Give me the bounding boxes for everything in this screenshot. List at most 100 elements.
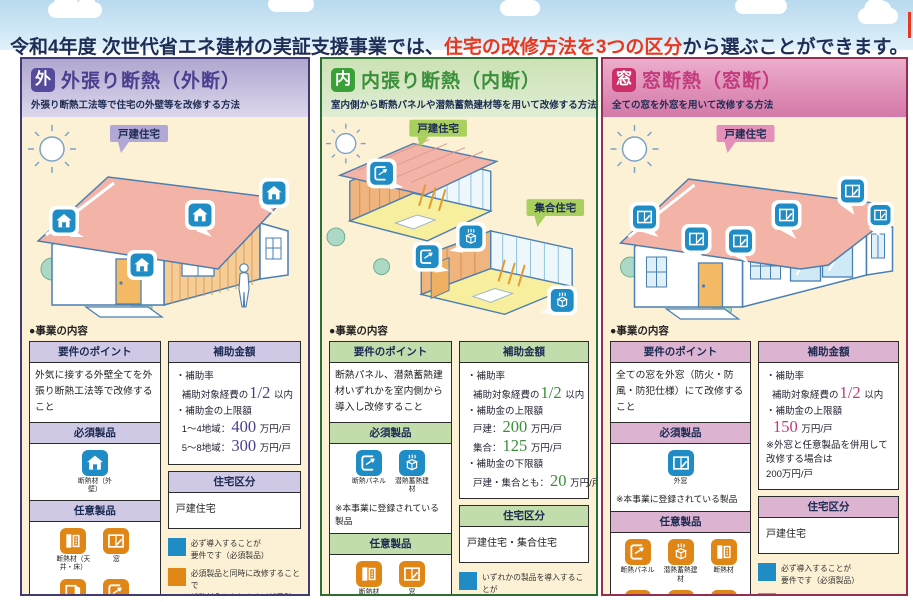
products-box: 要件のポイント 外気に接する外壁全てを外張り断熱工法等で改修すること 必須製品 … bbox=[29, 341, 161, 594]
svg-text:集合住宅: 集合住宅 bbox=[533, 202, 576, 215]
subsidy-rate-value: 1/2 bbox=[839, 382, 861, 402]
housing-type-value: 戸建住宅 bbox=[766, 528, 807, 540]
svg-text:戸建住宅: 戸建住宅 bbox=[416, 122, 459, 135]
cloud-decoration bbox=[858, 0, 898, 24]
legend: いずれかの製品を導入することが要件です（必須製品） 必須製品と同時に改修すること… bbox=[459, 572, 589, 594]
column-title: 内張り断熱（内断） bbox=[361, 71, 542, 92]
subsidy-floor-value: 20 bbox=[550, 470, 567, 490]
subsidy-cap-value: 125 bbox=[502, 436, 528, 456]
product-tile: 窓 bbox=[392, 560, 432, 594]
subsidy-header: 補助金額 bbox=[460, 342, 588, 363]
housing-type-header: 住宅区分 bbox=[168, 471, 300, 493]
heat-storage-icon bbox=[399, 449, 425, 476]
outer-window-icon bbox=[667, 449, 694, 476]
svg-text:戸建住宅: 戸建住宅 bbox=[117, 128, 160, 141]
page-headline: 令和4年度 次世代省エネ建材の実証支援事業では、住宅の改修方法を3つの区分から選… bbox=[10, 37, 909, 58]
section-label: ●事業の内容 bbox=[329, 325, 388, 337]
product-tile: 断熱材（天井・床） bbox=[53, 527, 93, 573]
entrance-door-icon bbox=[667, 590, 694, 594]
tree bbox=[326, 227, 391, 276]
optional-products-header: 任意製品 bbox=[611, 511, 751, 534]
insulation-panel-icon bbox=[624, 539, 651, 566]
product-tile: 断熱材（外壁） bbox=[75, 449, 115, 495]
insulation-point-marker bbox=[366, 158, 578, 316]
product-tile: 断熱材 bbox=[349, 560, 389, 594]
registered-products-note: ※本事業に登録されている製品 bbox=[616, 494, 738, 505]
house-type-label: 集合住宅 bbox=[526, 199, 585, 227]
required-products-header: 必須製品 bbox=[30, 421, 160, 444]
cloud-decoration bbox=[735, 0, 787, 14]
housing-type-header: 住宅区分 bbox=[460, 506, 588, 528]
product-tile: 断熱パネル bbox=[618, 539, 658, 584]
column-window-insulation: 窓 窓断熱（窓断） 全ての窓を外窓を用いて改修する方法 bbox=[601, 57, 908, 596]
inner-window-icon bbox=[624, 590, 651, 594]
requirements-text: 全ての窓を外窓（防火・防風・防犯仕様）にて改修すること bbox=[616, 370, 744, 413]
column-header: 内 内張り断熱（内断） 室内側から断熱パネルや潜熱蓄熱建材等を用いて改修する方法 bbox=[322, 59, 596, 117]
housing-type-value: 戸建住宅 bbox=[175, 503, 216, 515]
window-point-marker bbox=[629, 176, 894, 263]
column-header: 外 外張り断熱（外断） 外張り断熱工法等で住宅の外壁等を改修する方法 bbox=[22, 59, 308, 117]
house-illustration-exterior: 戸建住宅 bbox=[22, 117, 308, 321]
housing-type-box: 住宅区分 戸建住宅 bbox=[758, 495, 899, 554]
column-subtitle: 外張り断熱工法等で住宅の外壁等を改修する方法 bbox=[31, 100, 241, 111]
insulation-point-marker bbox=[49, 178, 289, 281]
humidity-material-icon bbox=[710, 590, 737, 594]
product-tile: 窓 bbox=[96, 527, 136, 573]
entrance-door-icon bbox=[60, 578, 87, 594]
sun-icon bbox=[610, 125, 659, 173]
subsidy-header: 補助金額 bbox=[759, 342, 898, 363]
subsidy-header: 補助金額 bbox=[168, 342, 300, 363]
requirements-header: 要件のポイント bbox=[330, 342, 451, 363]
headline-highlight: 住宅の改修方法を3つの区分 bbox=[443, 37, 683, 58]
house-type-label: 戸建住宅 bbox=[716, 125, 775, 153]
optional-legend-swatch bbox=[758, 593, 777, 594]
optional-products-header: 任意製品 bbox=[30, 499, 160, 522]
requirements-header: 要件のポイント bbox=[30, 342, 160, 363]
product-tile: 潜熱蓄熱建材 bbox=[661, 539, 701, 584]
section-label: ●事業の内容 bbox=[610, 325, 669, 337]
product-tile: 断熱パネル bbox=[349, 449, 389, 495]
category-badge: 窓 bbox=[612, 67, 636, 92]
required-legend-swatch bbox=[167, 537, 186, 556]
subsidy-rate-value: 1/2 bbox=[249, 382, 271, 402]
top-banner: 令和4年度 次世代省エネ建材の実証支援事業では、住宅の改修方法を3つの区分から選… bbox=[0, 0, 913, 58]
optional-legend-swatch bbox=[167, 568, 186, 587]
house-icon bbox=[81, 449, 108, 476]
product-tile: 調湿建材 bbox=[704, 590, 744, 594]
wall-insulation-icon bbox=[710, 539, 737, 566]
window-icon bbox=[399, 560, 425, 587]
cloud-decoration bbox=[268, 0, 314, 12]
column-subtitle: 室内側から断熱パネルや潜熱蓄熱建材等を用いて改修する方法 bbox=[331, 100, 597, 111]
house-illustration-interior: 戸建住宅 集合住宅 bbox=[322, 117, 596, 321]
product-label: 断熱材（外壁） bbox=[77, 477, 112, 494]
cloud-decoration bbox=[500, 0, 540, 16]
wall-insulation-icon bbox=[356, 560, 382, 587]
product-tile: 外窓 bbox=[661, 449, 701, 486]
sun-icon bbox=[28, 125, 76, 173]
heat-storage-icon bbox=[667, 539, 694, 566]
subsidy-cap-value: 150 bbox=[773, 417, 798, 437]
category-badge: 外 bbox=[31, 67, 55, 92]
wall-insulation-icon bbox=[60, 527, 87, 554]
required-legend-swatch bbox=[459, 572, 477, 591]
product-tile: 玄関ドア bbox=[661, 590, 701, 594]
product-tile: 断熱パネル bbox=[96, 578, 136, 594]
column-subtitle: 全ての窓を外窓を用いて改修する方法 bbox=[612, 100, 774, 111]
insulation-panel-icon bbox=[356, 449, 382, 476]
required-products-header: 必須製品 bbox=[330, 421, 451, 444]
section-label: ●事業の内容 bbox=[29, 325, 88, 337]
subsidy-cap-value: 300 bbox=[231, 436, 257, 456]
subsidy-cap-value: 400 bbox=[231, 417, 257, 437]
column-title: 窓断熱（窓断） bbox=[642, 71, 783, 92]
optional-products-header: 任意製品 bbox=[330, 532, 451, 555]
subsidy-cap-value: 200 bbox=[502, 417, 528, 437]
housing-type-box: 住宅区分 戸建住宅・集合住宅 bbox=[459, 505, 589, 564]
products-box: 要件のポイント 全ての窓を外窓（防火・防風・防犯仕様）にて改修すること 必須製品… bbox=[610, 341, 752, 594]
housing-type-header: 住宅区分 bbox=[759, 496, 898, 518]
page-edge-mark bbox=[908, 12, 911, 38]
subsidy-box: 補助金額 ・補助率 補助対象経費の1/2 以内 ・補助金の上限額 戸建：200 … bbox=[459, 341, 596, 500]
subsidy-box: 補助金額 ・補助率 補助対象経費の1/2 以内 ・補助金の上限額 1～4地域：4… bbox=[167, 341, 301, 465]
